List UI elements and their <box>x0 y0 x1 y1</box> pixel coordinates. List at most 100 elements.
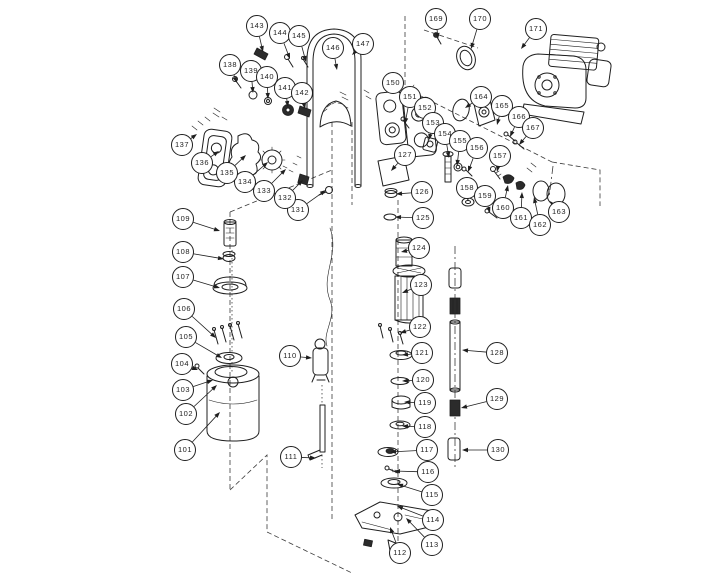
part-balloon-120: 120 <box>412 369 434 391</box>
leader-arrowhead-131 <box>319 190 326 196</box>
part-balloon-110: 110 <box>279 345 301 367</box>
leader-arrowhead-155 <box>455 159 460 166</box>
part-balloon-112: 112 <box>389 542 411 564</box>
leader-line-170 <box>471 29 478 46</box>
part-balloon-137: 137 <box>171 134 193 156</box>
part-balloon-146: 146 <box>322 37 344 59</box>
leader-arrowhead-104 <box>191 365 198 370</box>
part-balloon-109: 109 <box>172 208 194 230</box>
primer-pump-drawing <box>307 227 334 461</box>
leader-line-106 <box>191 316 214 336</box>
part-balloon-124: 124 <box>408 237 430 259</box>
leader-arrowhead-123 <box>402 288 409 293</box>
leader-line-117 <box>393 450 417 453</box>
part-balloon-121: 121 <box>411 342 433 364</box>
part-balloon-158: 158 <box>456 177 478 199</box>
drive-shaft-drawing <box>447 267 462 461</box>
leader-arrowhead-102 <box>211 385 217 391</box>
leader-arrowhead-129 <box>461 404 468 409</box>
leader-arrowhead-132 <box>297 180 303 186</box>
leader-arrowhead-165 <box>496 118 501 125</box>
part-balloon-141: 141 <box>274 77 296 99</box>
part-balloon-118: 118 <box>414 416 436 438</box>
leader-arrowhead-110 <box>305 355 312 360</box>
leader-arrowhead-169 <box>435 32 440 39</box>
leader-line-114 <box>400 507 423 517</box>
part-balloon-170: 170 <box>469 8 491 30</box>
leader-line-151 <box>405 107 409 121</box>
leader-arrowhead-105 <box>215 353 222 358</box>
leader-arrowhead-145 <box>302 55 307 62</box>
leader-arrowhead-130 <box>462 447 468 453</box>
part-balloon-142: 142 <box>291 82 313 104</box>
part-balloon-169: 169 <box>425 8 447 30</box>
leader-line-112 <box>391 530 397 543</box>
part-balloon-134: 134 <box>234 171 256 193</box>
leader-arrowhead-136 <box>212 151 219 157</box>
leader-arrowhead-146 <box>333 63 339 70</box>
part-balloon-165: 165 <box>491 95 513 117</box>
part-balloon-159: 159 <box>474 185 496 207</box>
leader-arrowhead-164 <box>465 102 472 108</box>
part-balloon-115: 115 <box>421 484 443 506</box>
leader-arrowhead-112 <box>390 527 395 534</box>
leader-arrowhead-137 <box>190 134 197 140</box>
leader-arrowhead-108 <box>217 255 224 261</box>
leader-arrowhead-107 <box>213 284 220 289</box>
part-balloon-122: 122 <box>409 316 431 338</box>
part-balloon-145: 145 <box>288 25 310 47</box>
leader-arrowhead-160 <box>504 185 509 192</box>
leader-arrowhead-118 <box>402 424 409 429</box>
leader-line-115 <box>400 484 422 493</box>
leader-arrowhead-144 <box>285 52 290 59</box>
leader-arrowhead-115 <box>397 483 404 488</box>
part-balloon-107: 107 <box>172 266 194 288</box>
part-balloon-156: 156 <box>466 137 488 159</box>
leader-arrowhead-103 <box>206 379 213 384</box>
part-balloon-129: 129 <box>486 388 508 410</box>
part-balloon-162: 162 <box>529 214 551 236</box>
part-balloon-138: 138 <box>219 54 241 76</box>
leader-line-144 <box>283 43 289 56</box>
leader-arrowhead-154 <box>445 151 451 158</box>
leader-line-134 <box>253 164 266 176</box>
leader-arrowhead-111 <box>309 455 316 460</box>
leader-arrowhead-153 <box>428 133 433 140</box>
part-balloon-125: 125 <box>412 207 434 229</box>
part-balloon-164: 164 <box>470 86 492 108</box>
leader-arrowhead-127 <box>391 165 397 171</box>
leader-arrowhead-120 <box>402 378 409 383</box>
part-balloon-147: 147 <box>352 33 374 55</box>
part-balloon-127: 127 <box>394 144 416 166</box>
leader-arrowhead-143 <box>259 45 264 52</box>
leader-arrowhead-125 <box>395 215 402 220</box>
leader-arrowhead-106 <box>210 332 216 338</box>
part-balloon-163: 163 <box>548 201 570 223</box>
part-balloon-171: 171 <box>525 18 547 40</box>
part-balloon-114: 114 <box>422 509 444 531</box>
leader-arrowhead-114 <box>397 506 404 511</box>
part-balloon-103: 103 <box>172 379 194 401</box>
leader-arrowhead-166 <box>510 130 515 137</box>
leader-arrowhead-159 <box>486 206 491 213</box>
fuel-tank-column-drawing <box>194 219 260 442</box>
part-balloon-128: 128 <box>486 342 508 364</box>
leader-arrowhead-128 <box>462 348 469 353</box>
leader-arrowhead-101 <box>214 412 220 418</box>
leader-line-162 <box>534 200 539 215</box>
leader-line-116 <box>397 470 418 473</box>
leader-arrowhead-124 <box>401 248 408 253</box>
leader-arrowhead-157 <box>495 165 501 172</box>
part-balloon-126: 126 <box>411 181 433 203</box>
leader-arrowhead-138 <box>232 76 237 83</box>
leader-arrowhead-142 <box>301 102 307 109</box>
leader-arrowhead-113 <box>406 518 412 524</box>
part-balloon-140: 140 <box>256 66 278 88</box>
leader-arrowhead-116 <box>394 468 401 474</box>
leader-arrowhead-151 <box>403 117 409 124</box>
leader-arrowhead-134 <box>262 162 268 168</box>
leader-line-109 <box>193 222 217 231</box>
part-balloon-108: 108 <box>172 241 194 263</box>
leader-arrowhead-167 <box>519 138 525 145</box>
